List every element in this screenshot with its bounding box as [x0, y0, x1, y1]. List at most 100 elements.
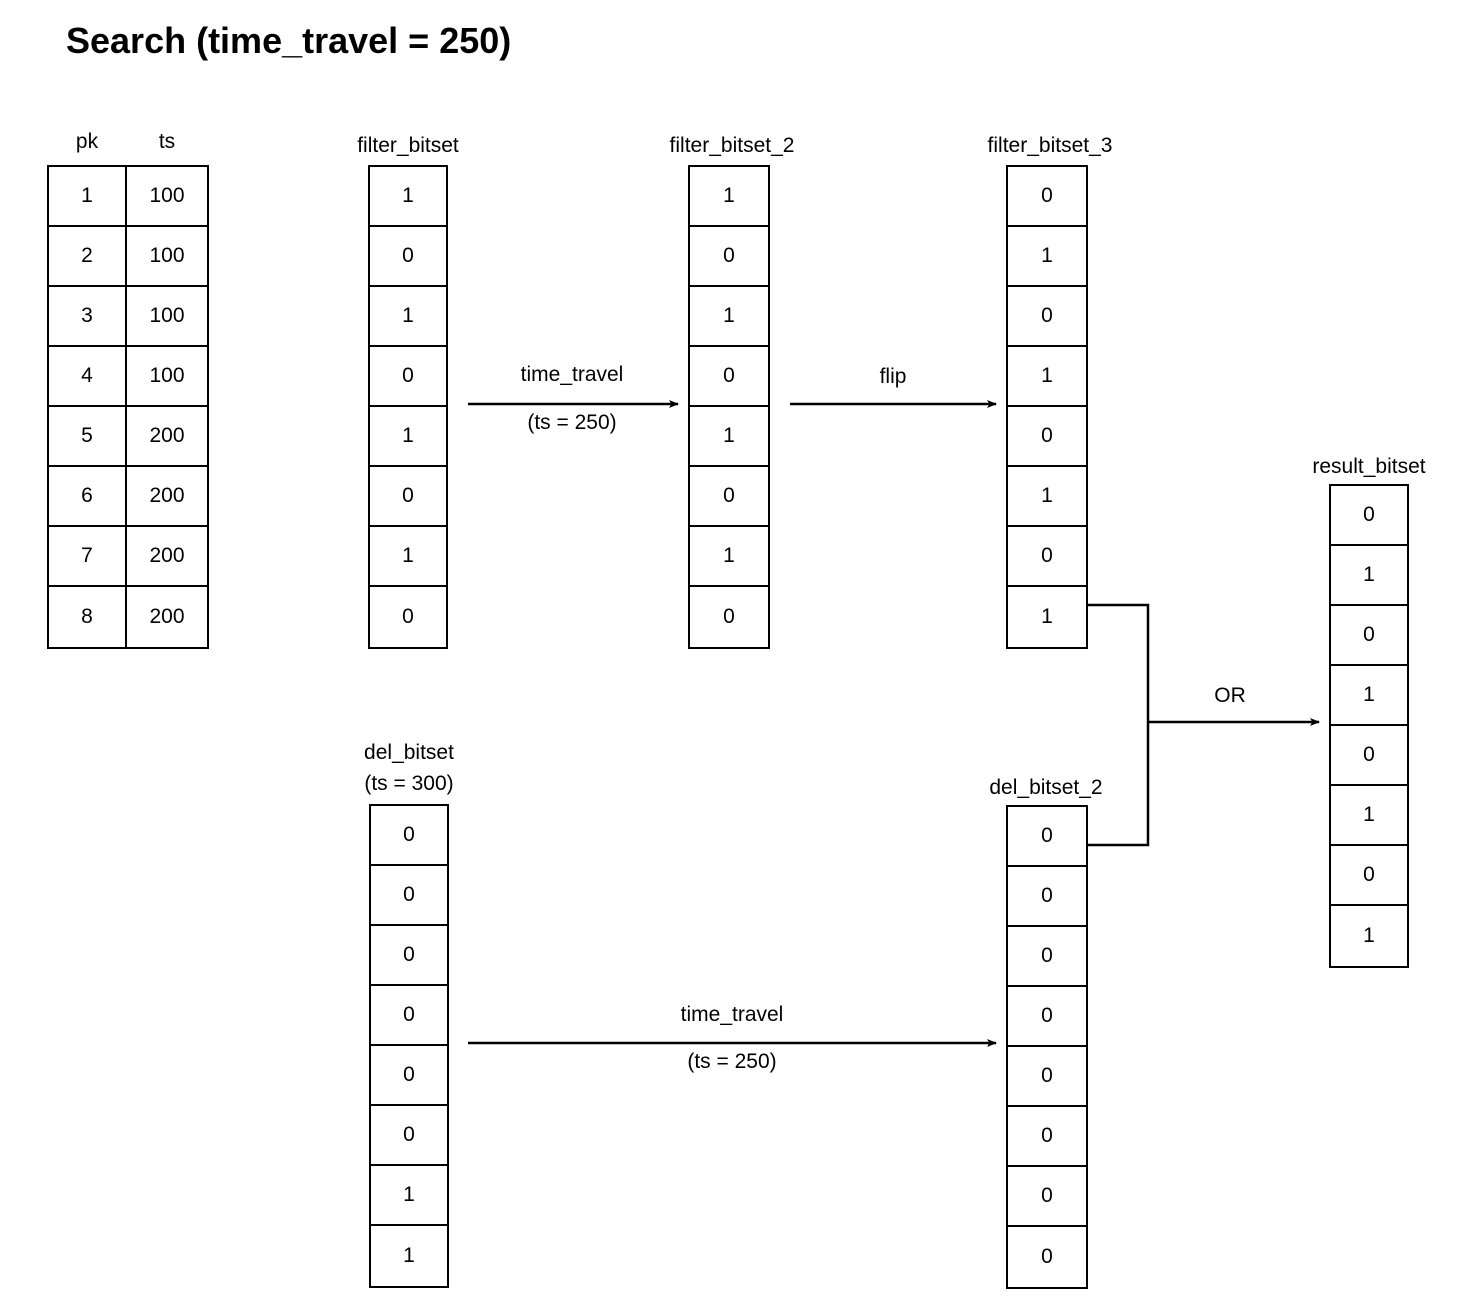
del-bitset-label: del_bitset (ts = 300)	[329, 737, 489, 799]
bit-cell: 0	[1331, 726, 1407, 786]
bit-cell: 0	[402, 605, 414, 628]
bit-cell: 1	[1008, 467, 1086, 527]
bit-cell: 0	[370, 227, 446, 287]
table-cell-pk: 1	[49, 167, 127, 225]
table-cell-ts: 100	[149, 364, 185, 387]
bit-cell: 1	[690, 407, 768, 467]
filter-bitset-2-label: filter_bitset_2	[669, 134, 795, 157]
bit-cell: 1	[370, 287, 446, 347]
table-cell-ts: 100	[149, 304, 185, 327]
table-cell-pk: 6	[49, 467, 127, 525]
filter-bitset-3-label: filter_bitset_3	[987, 134, 1113, 157]
bit-cell: 1	[1008, 347, 1086, 407]
table-cell-pk: 2	[49, 227, 127, 285]
connector-filter3-to-or	[1088, 603, 1150, 722]
arrow-label-time-travel-top-ts: (ts = 250)	[468, 408, 676, 438]
table-cell-ts: 100	[149, 184, 185, 207]
bit-cell: 0	[371, 806, 447, 866]
bit-cell: 0	[371, 986, 447, 1046]
table-row: 8 200	[49, 587, 207, 647]
del-bitset-2-label: del_bitset_2	[989, 776, 1103, 799]
bit-cell: 0	[371, 1106, 447, 1166]
page-title: Search (time_travel = 250)	[66, 20, 512, 61]
bit-cell: 0	[690, 347, 768, 407]
bit-cell: 0	[371, 1046, 447, 1106]
bit-cell: 0	[1331, 846, 1407, 906]
table-row: 5 200	[49, 407, 207, 467]
bit-cell: 0	[1331, 606, 1407, 666]
arrow-label-time-travel-bottom-ts: (ts = 250)	[468, 1047, 996, 1077]
bit-cell: 0	[1008, 927, 1086, 987]
bit-cell: 0	[371, 926, 447, 986]
bit-cell: 0	[690, 467, 768, 527]
table-header-ts: ts	[158, 130, 176, 153]
bit-cell: 0	[370, 347, 446, 407]
table-cell-pk: 8	[49, 587, 127, 647]
arrow-label-time-travel-bottom: time_travel	[468, 1000, 996, 1030]
table-row: 6 200	[49, 467, 207, 527]
bit-cell: 1	[370, 407, 446, 467]
bit-cell: 0	[1331, 486, 1407, 546]
bit-cell: 1	[690, 287, 768, 347]
bit-cell: 0	[1008, 1167, 1086, 1227]
table-cell-ts: 200	[149, 484, 185, 507]
table-row: 4 100	[49, 347, 207, 407]
table-cell-pk: 7	[49, 527, 127, 585]
bit-cell: 1	[371, 1166, 447, 1226]
bit-cell: 1	[1008, 227, 1086, 287]
bit-cell: 0	[371, 866, 447, 926]
bit-cell: 1	[1331, 786, 1407, 846]
arrow-label-time-travel-top: time_travel	[468, 360, 676, 390]
arrow-label-time-travel-top-line2: (ts = 250)	[527, 411, 617, 434]
table-row: 2 100	[49, 227, 207, 287]
table-row: 3 100	[49, 287, 207, 347]
filter-bitset-label: filter_bitset	[357, 134, 459, 157]
bit-cell: 0	[1008, 1047, 1086, 1107]
arrow-label-time-travel-bottom-line1: time_travel	[680, 1003, 784, 1026]
bit-cell: 1	[370, 527, 446, 587]
arrow-label-or: OR	[1214, 684, 1246, 707]
bit-cell: 1	[690, 527, 768, 587]
bit-cell: 0	[1008, 167, 1086, 227]
table-cell-ts: 100	[149, 244, 185, 267]
bit-cell: 0	[1008, 807, 1086, 867]
table-header-pk: pk	[75, 130, 99, 153]
bit-cell: 0	[370, 467, 446, 527]
table-cell-ts: 200	[149, 424, 185, 447]
arrow-label-time-travel-bottom-line2: (ts = 250)	[687, 1050, 777, 1073]
bit-cell: 1	[403, 1244, 415, 1267]
bit-cell: 1	[1331, 546, 1407, 606]
bit-cell: 1	[690, 167, 768, 227]
bit-cell: 0	[723, 605, 735, 628]
bit-cell: 0	[1008, 1107, 1086, 1167]
bit-cell: 0	[1008, 527, 1086, 587]
bit-cell: 0	[1008, 867, 1086, 927]
arrow-label-flip: flip	[879, 365, 907, 388]
table-cell-pk: 3	[49, 287, 127, 345]
table-cell-pk: 5	[49, 407, 127, 465]
result-bitset-label: result_bitset	[1312, 455, 1426, 478]
table-cell-ts: 200	[149, 605, 185, 628]
bit-cell: 1	[1331, 666, 1407, 726]
arrow-label-time-travel-top-line1: time_travel	[520, 363, 624, 386]
bit-cell: 1	[1041, 605, 1053, 628]
del-bitset-sublabel-text: (ts = 300)	[364, 772, 454, 795]
del-bitset-label-text: del_bitset	[364, 741, 454, 764]
bit-cell: 0	[1008, 407, 1086, 467]
table-cell-pk: 4	[49, 347, 127, 405]
bit-cell: 1	[1363, 924, 1375, 947]
bit-cell: 0	[1008, 287, 1086, 347]
bit-cell: 0	[1008, 987, 1086, 1047]
table-row: 1 100	[49, 167, 207, 227]
bit-cell: 0	[690, 227, 768, 287]
bit-cell: 1	[370, 167, 446, 227]
